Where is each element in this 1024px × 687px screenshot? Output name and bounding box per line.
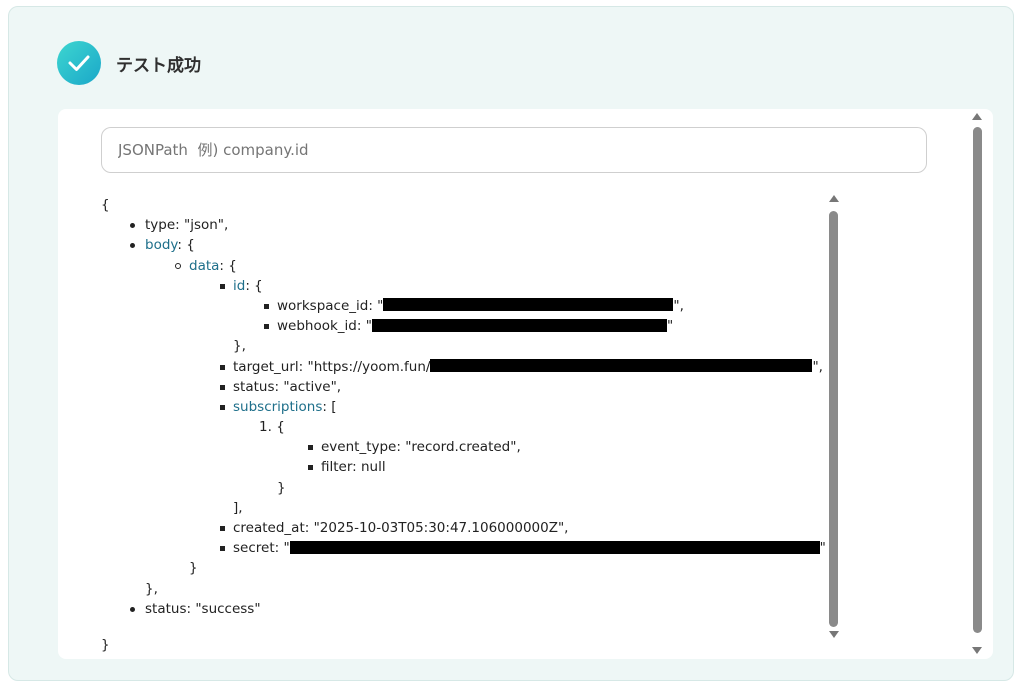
json-line: ], [233,499,243,516]
panel-scrollbar[interactable] [970,113,984,658]
json-viewer-scrollbar[interactable] [828,195,840,650]
json-key-id[interactable]: id [233,277,246,294]
bullet-icon [130,606,135,612]
bullet-icon [220,384,225,390]
json-line: target_url: "https://yoom.fun/", [101,357,836,377]
bullet-icon [220,546,225,552]
bullet-icon [130,223,135,229]
check-circle-icon [57,41,101,85]
json-line: subscriptions: [ [101,397,836,417]
json-line: body: { [101,235,836,255]
bullet-icon [264,324,269,330]
json-key-subscriptions[interactable]: subscriptions [233,398,323,415]
json-viewer: { type: "json", body: { data: { id: { wo… [101,195,836,655]
bullet-icon [220,404,225,410]
page-title: テスト成功 [116,56,201,76]
redacted-value [383,298,674,312]
bullet-icon [308,465,313,471]
json-key-data[interactable]: data [189,257,220,274]
json-line: webhook_id: "" [101,316,836,336]
json-line: type: "json", [101,215,836,235]
json-line: event_type: "record.created", [101,437,836,457]
json-line: status: "success" [101,599,836,619]
result-panel: { type: "json", body: { data: { id: { wo… [58,109,993,659]
json-line: secret: "" [101,538,836,558]
json-line: }, [145,580,158,597]
redacted-value [289,540,820,554]
jsonpath-search-input[interactable] [101,127,927,173]
bullet-icon [264,303,269,309]
json-line: created_at: "2025-10-03T05:30:47.1060000… [101,518,836,538]
bullet-icon [220,526,225,531]
json-line: { [101,197,110,213]
json-line: workspace_id: "", [101,296,836,316]
bullet-icon [220,283,225,289]
redacted-value [371,318,667,332]
json-line: id: { [101,276,836,296]
scrollbar-thumb[interactable] [973,127,982,633]
json-key-body[interactable]: body [145,237,178,254]
json-line: filter: null [101,457,836,477]
bullet-icon [175,262,181,269]
scrollbar-thumb[interactable] [829,211,838,627]
bullet-icon [220,364,225,370]
json-line: data: { [101,256,836,276]
scroll-down-icon[interactable] [829,631,839,638]
json-line: }, [233,338,246,355]
json-line: } [101,636,110,653]
scroll-up-icon[interactable] [829,195,839,202]
bullet-icon [130,243,135,249]
bullet-icon [308,445,313,451]
scroll-down-icon[interactable] [972,647,982,654]
json-line: status: "active", [101,377,836,397]
json-line: } [277,479,286,496]
json-line: } [189,560,198,577]
test-result-card: テスト成功 { type: "json", body: { data: { id… [8,6,1014,681]
redacted-value [430,359,813,372]
scroll-up-icon[interactable] [972,113,982,120]
json-line: 1. { [259,419,285,436]
